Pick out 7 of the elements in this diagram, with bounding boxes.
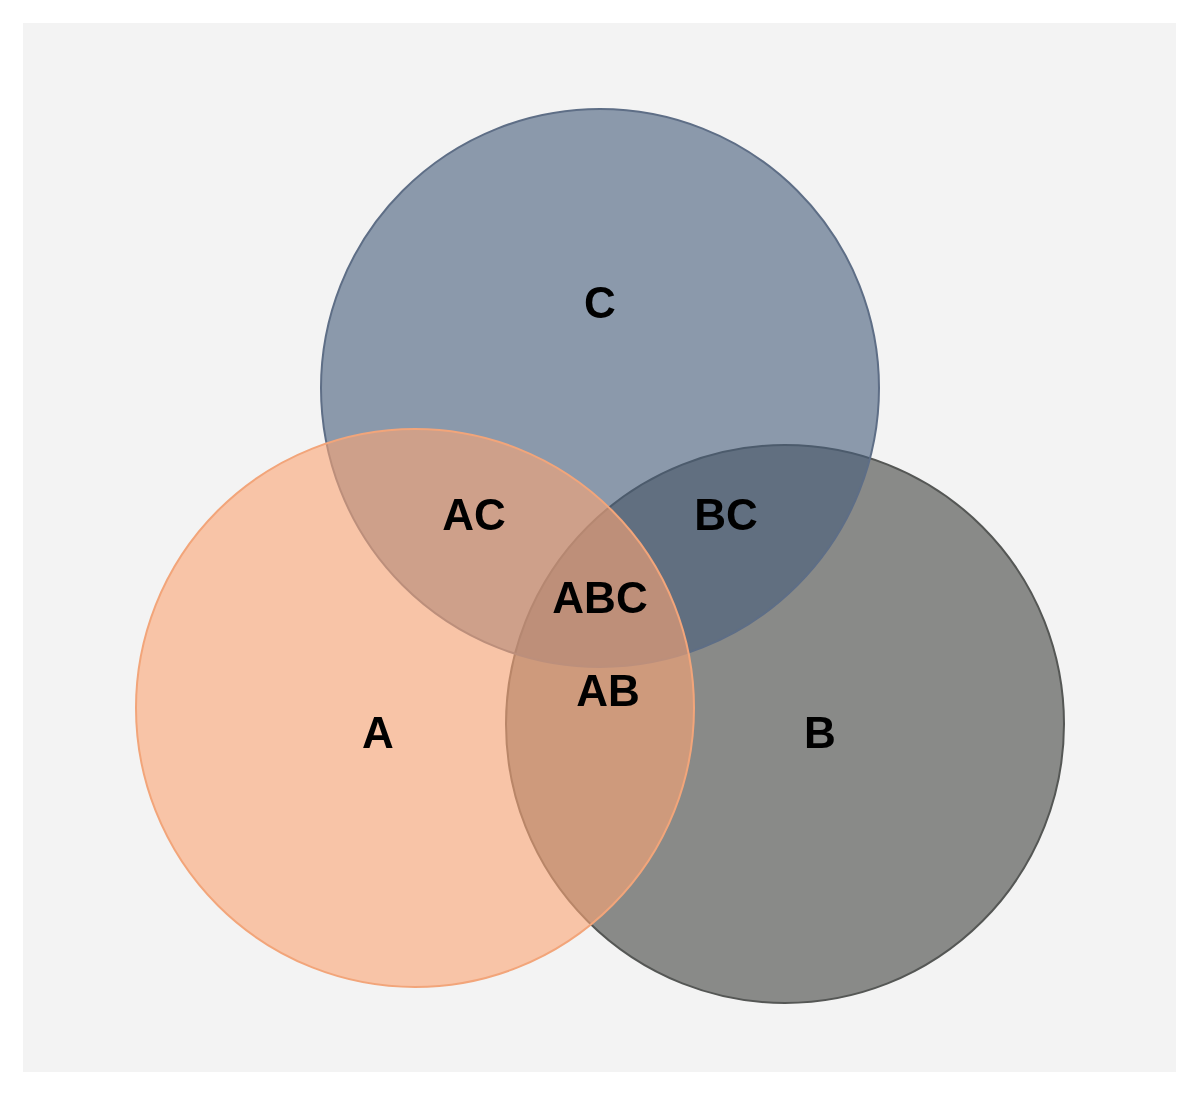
- region-label: BC: [694, 493, 758, 537]
- region-label: AB: [576, 669, 640, 713]
- set-label: C: [584, 281, 616, 325]
- region-label: AC: [442, 493, 506, 537]
- region-label: ABC: [552, 576, 648, 620]
- set-label: A: [362, 711, 394, 755]
- set-label: B: [804, 711, 836, 755]
